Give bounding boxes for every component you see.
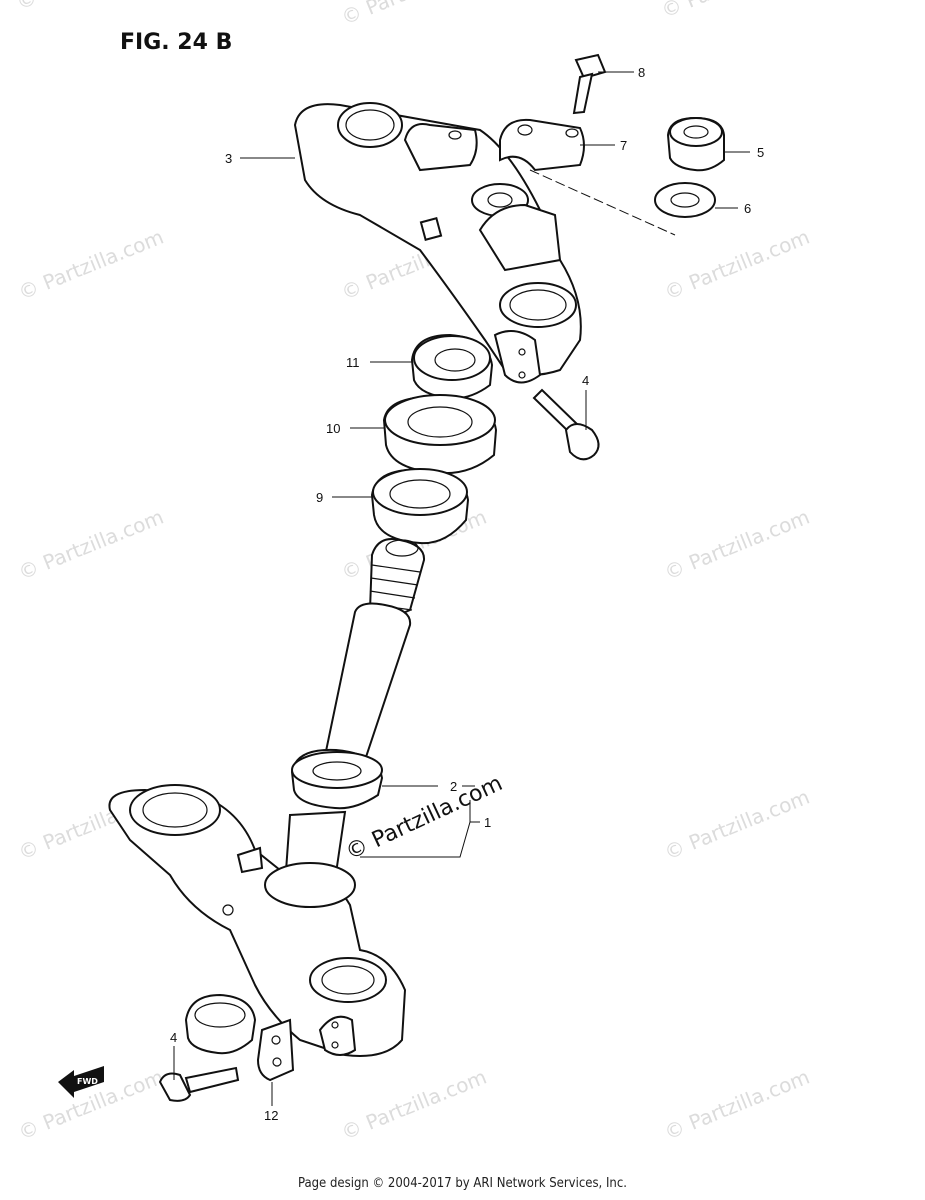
callout-part-5: 5 (757, 145, 764, 160)
callout-part-8: 8 (638, 65, 645, 80)
watermark: © Partzilla.com (661, 785, 813, 865)
callout-part-4-upper: 4 (582, 373, 589, 388)
callout-part-6: 6 (744, 201, 751, 216)
bearing-part-9 (370, 468, 470, 545)
fwd-label: FWD (77, 1077, 98, 1086)
watermark: © Partzilla.com (658, 0, 810, 23)
page-footer: Page design © 2004-2017 by ARI Network S… (298, 1176, 627, 1191)
bolt-part-4-upper (532, 388, 600, 461)
leader-lines (173, 71, 750, 1106)
watermark: © Partzilla.com (661, 1065, 813, 1145)
watermark: © Partzilla.com (661, 505, 813, 585)
steering-stem (318, 538, 426, 792)
lower-bracket-part-1 (108, 784, 407, 1057)
callout-part-11: 11 (346, 355, 360, 370)
upper-bracket-part-3 (293, 102, 582, 384)
callout-part-10: 10 (326, 421, 340, 436)
watermark: © Partzilla.com (338, 1065, 490, 1145)
bearing-part-2 (290, 748, 384, 810)
lower-clamp (184, 993, 257, 1055)
figure-title: FIG. 24 B (120, 30, 233, 55)
callout-part-2: 2 (450, 779, 457, 794)
callout-part-12: 12 (264, 1108, 278, 1123)
washer-part-6 (654, 182, 716, 218)
callout-part-1: 1 (484, 815, 491, 830)
nut-part-5 (666, 116, 725, 172)
bolt-part-4-lower (158, 1066, 240, 1102)
plate-part-12 (256, 1018, 295, 1082)
callout-part-4-lower: 4 (170, 1030, 177, 1045)
bolt-part-8 (572, 53, 607, 115)
watermark: © Partzilla.com (13, 0, 165, 15)
exploded-parts-diagram: © Partzilla.com © Partzilla.com © Partzi… (13, 0, 813, 1145)
watermark: © Partzilla.com (15, 505, 167, 585)
callout-part-9: 9 (316, 490, 323, 505)
clamp-holder-part-7 (499, 118, 585, 172)
watermark: © Partzilla.com (338, 0, 490, 30)
callout-part-3: 3 (225, 151, 232, 166)
callout-labels: 1 2 3 4 5 6 7 8 9 10 11 4 12 (170, 65, 764, 1123)
steering-stem-nut-part-11 (410, 333, 494, 400)
dust-seal-part-10 (382, 394, 498, 475)
forward-direction-arrow: FWD (58, 1066, 104, 1098)
watermark: © Partzilla.com (661, 225, 813, 305)
callout-part-7: 7 (620, 138, 627, 153)
watermark: © Partzilla.com (15, 225, 167, 305)
